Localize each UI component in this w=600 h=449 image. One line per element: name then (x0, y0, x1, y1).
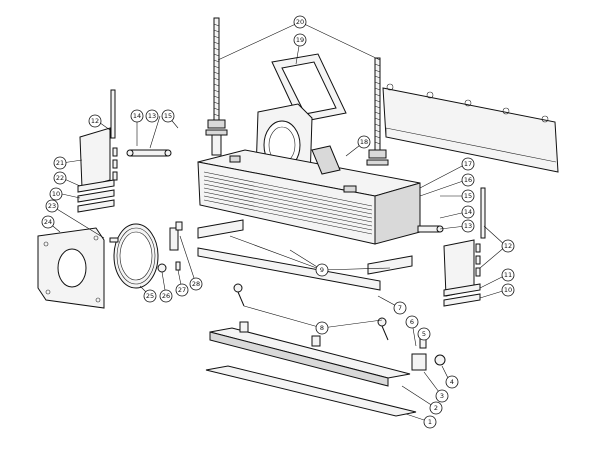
svg-text:20: 20 (296, 18, 304, 26)
svg-text:9: 9 (320, 266, 324, 274)
threaded-rod-left (205, 17, 228, 156)
main-housing (197, 145, 421, 245)
callout-8: 8 (315, 321, 329, 335)
svg-text:25: 25 (146, 292, 154, 300)
callout-6: 6 (405, 315, 419, 329)
callout-5: 5 (417, 327, 431, 341)
callout-18: 18 (357, 135, 371, 149)
callout-13-right: 13 (461, 219, 475, 233)
svg-text:10: 10 (504, 286, 512, 294)
callout-24: 24 (41, 215, 55, 229)
right-strips (443, 283, 481, 307)
svg-text:11: 11 (504, 271, 512, 279)
bracket-small (411, 337, 446, 371)
callout-22: 22 (53, 171, 67, 185)
svg-text:15: 15 (164, 112, 172, 120)
callout-23: 23 (45, 199, 59, 213)
left-mounting-plate (37, 227, 105, 309)
svg-text:13: 13 (464, 222, 472, 230)
callout-13-left: 13 (145, 109, 159, 123)
svg-text:1: 1 (428, 418, 432, 426)
svg-text:22: 22 (56, 174, 64, 182)
callout-15-right: 15 (461, 189, 475, 203)
svg-text:21: 21 (56, 159, 64, 167)
callout-14-left: 14 (130, 109, 144, 123)
left-end-plate (79, 89, 118, 189)
cover-plate (382, 83, 559, 173)
svg-text:3: 3 (440, 392, 444, 400)
callout-14-right: 14 (461, 205, 475, 219)
callout-20: 20 (293, 15, 307, 29)
svg-text:16: 16 (464, 176, 472, 184)
threaded-rod-right (366, 57, 389, 166)
svg-text:5: 5 (422, 330, 426, 338)
callout-27: 27 (175, 283, 189, 297)
callout-12-right: 12 (501, 239, 515, 253)
svg-text:24: 24 (44, 218, 52, 226)
left-strips (77, 179, 115, 213)
svg-text:8: 8 (320, 324, 324, 332)
callout-15-left: 15 (161, 109, 175, 123)
svg-text:15: 15 (464, 192, 472, 200)
callout-3: 3 (435, 389, 449, 403)
svg-text:14: 14 (464, 208, 472, 216)
callout-25: 25 (143, 289, 157, 303)
svg-text:18: 18 (360, 138, 368, 146)
svg-text:6: 6 (410, 318, 414, 326)
lifting-frame (271, 53, 347, 123)
callout-4: 4 (445, 375, 459, 389)
svg-text:12: 12 (504, 242, 512, 250)
svg-text:7: 7 (398, 304, 402, 312)
svg-text:17: 17 (464, 160, 472, 168)
svg-text:4: 4 (450, 378, 454, 386)
svg-text:13: 13 (148, 112, 156, 120)
callout-10-right: 10 (501, 283, 515, 297)
svg-text:23: 23 (48, 202, 56, 210)
callout-11: 11 (501, 268, 515, 282)
svg-text:14: 14 (133, 112, 141, 120)
flange-ring (113, 223, 159, 289)
svg-text:12: 12 (91, 117, 99, 125)
callout-28: 28 (189, 277, 203, 291)
svg-text:19: 19 (296, 36, 304, 44)
callout-9: 9 (315, 263, 329, 277)
callout-7: 7 (393, 301, 407, 315)
svg-text:10: 10 (52, 190, 60, 198)
bottom-plate (205, 365, 417, 417)
callout-16: 16 (461, 173, 475, 187)
callout-1: 1 (423, 415, 437, 429)
svg-text:28: 28 (192, 280, 200, 288)
eye-bolts (233, 283, 389, 341)
svg-text:27: 27 (178, 286, 186, 294)
callout-26: 26 (159, 289, 173, 303)
svg-text:26: 26 (162, 292, 170, 300)
callout-12-left: 12 (88, 114, 102, 128)
callout-2: 2 (429, 401, 443, 415)
callout-19: 19 (293, 33, 307, 47)
base-beam (209, 321, 411, 387)
right-end-plate (443, 187, 486, 297)
callout-17: 17 (461, 157, 475, 171)
callout-21: 21 (53, 156, 67, 170)
svg-text:2: 2 (434, 404, 438, 412)
callout-10-left: 10 (49, 187, 63, 201)
